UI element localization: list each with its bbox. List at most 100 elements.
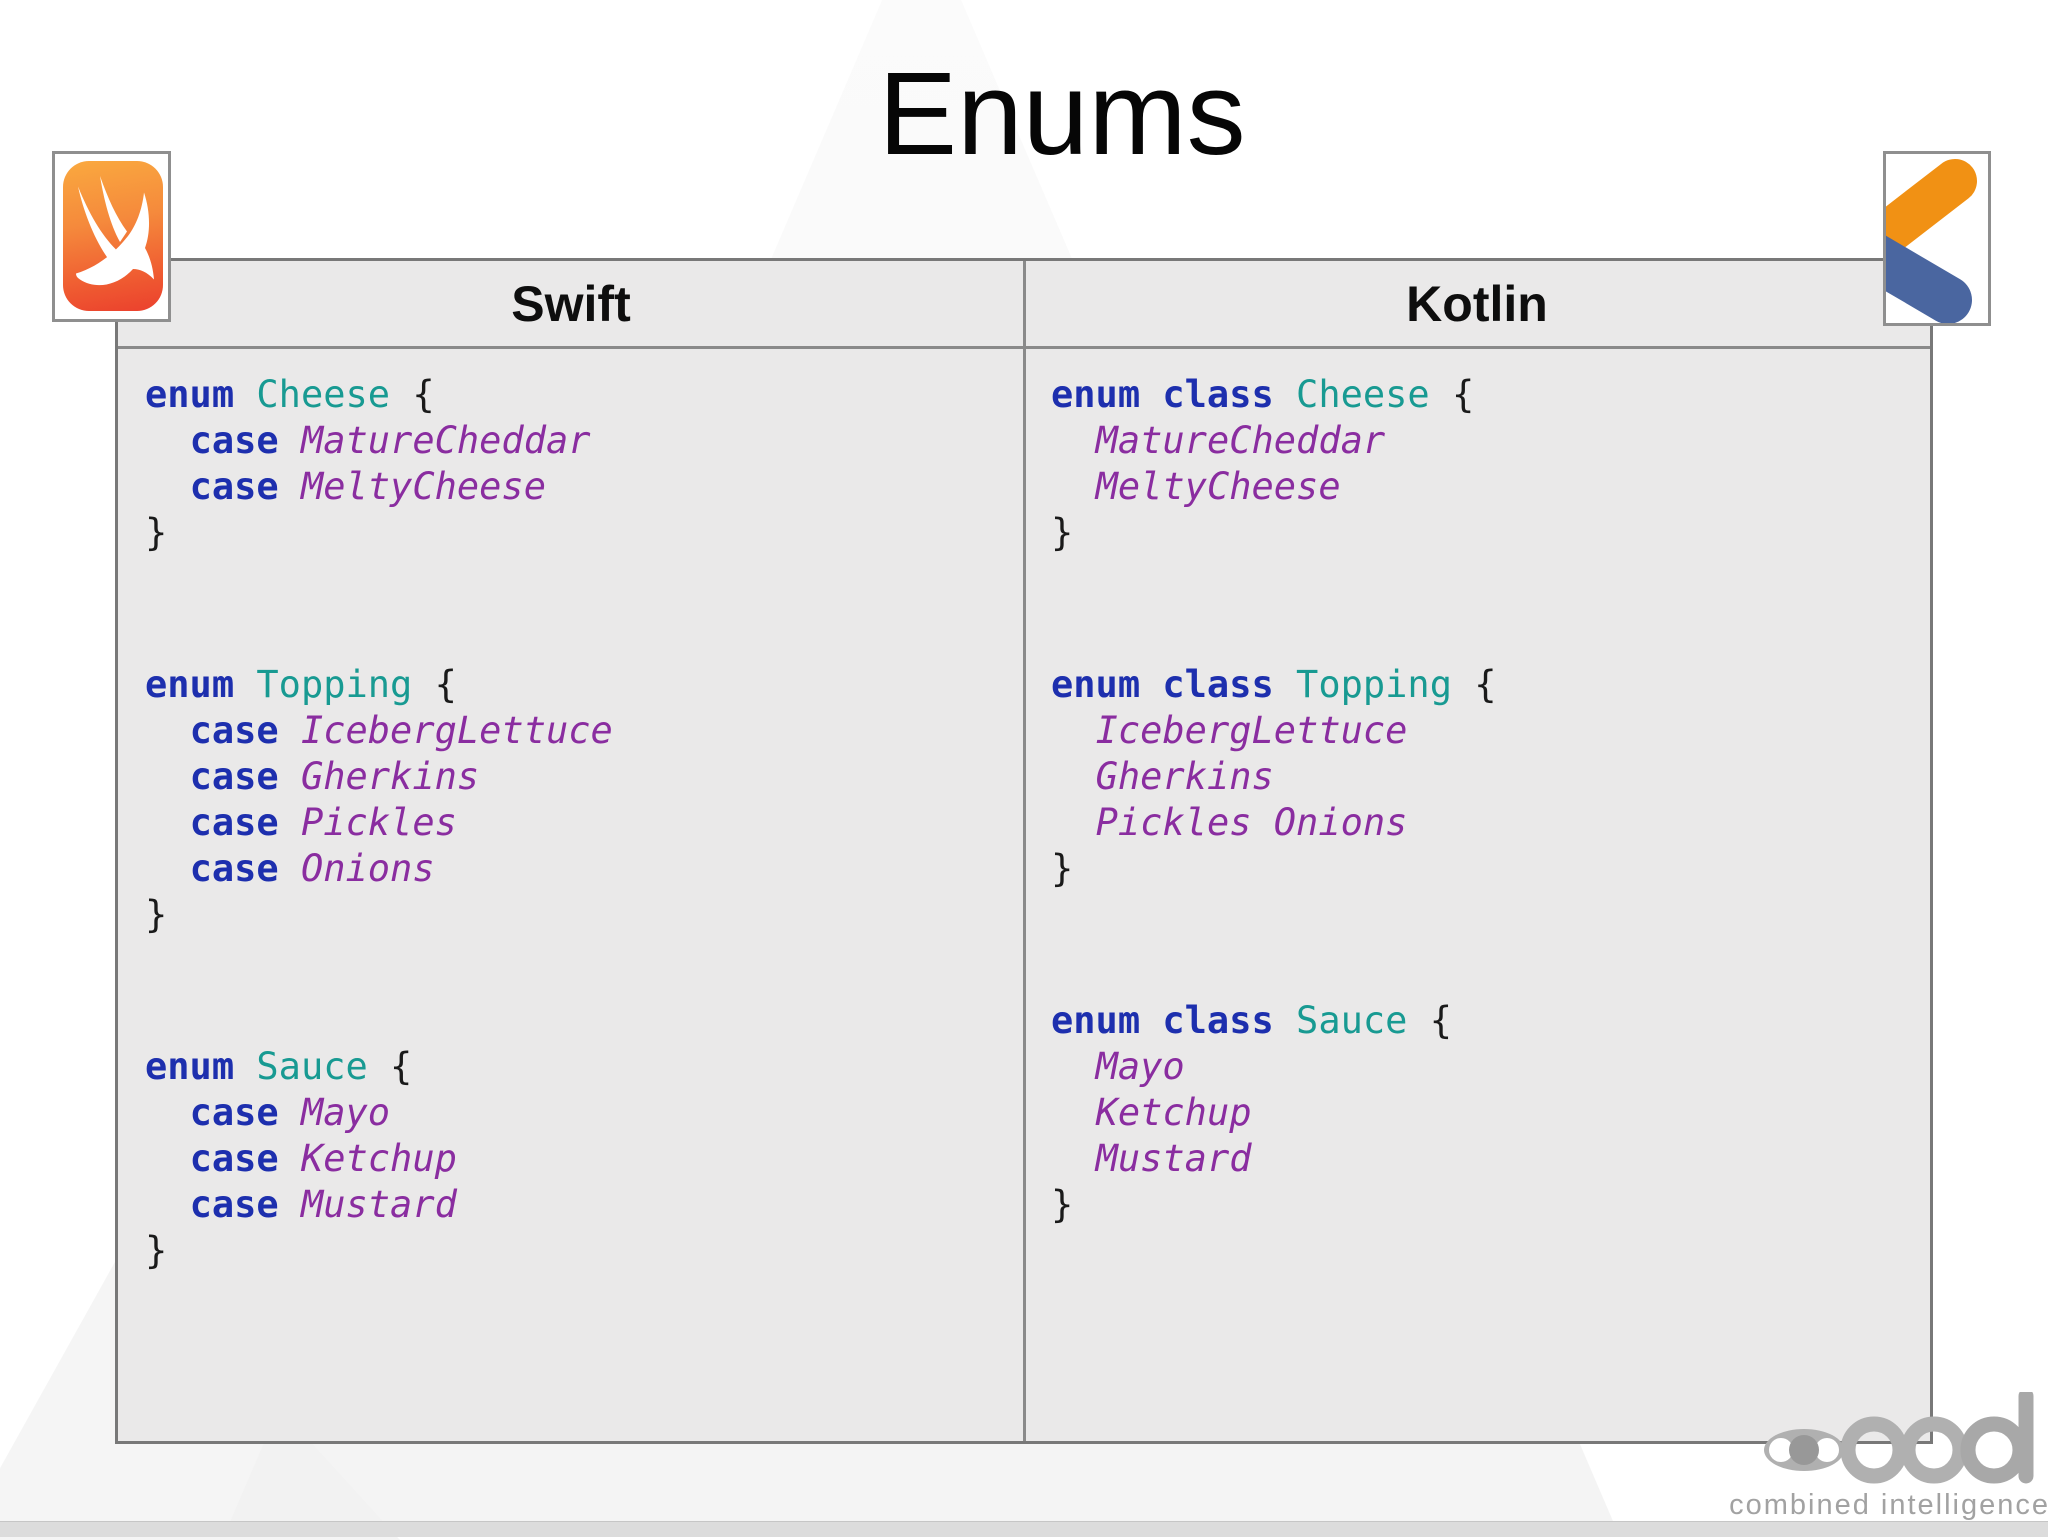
- code-line: MeltyCheese: [1051, 464, 1930, 510]
- code-token: [145, 465, 190, 508]
- code-line: enum class Sauce {: [1051, 998, 1930, 1044]
- code-cell-kotlin: enum class Cheese { MatureCheddar MeltyC…: [1024, 349, 1930, 1444]
- code-token: [279, 1137, 301, 1180]
- code-line: enum Cheese {: [145, 372, 1024, 418]
- code-token: [1274, 663, 1296, 706]
- code-token: }: [1051, 511, 1074, 554]
- code-token: [1274, 999, 1296, 1042]
- code-token: }: [1051, 1183, 1074, 1226]
- code-token: enum: [145, 1045, 235, 1088]
- swift-logo-icon: [63, 161, 163, 311]
- code-token: case: [189, 755, 279, 798]
- code-line: case Ketchup: [145, 1136, 1024, 1182]
- code-token: [145, 755, 190, 798]
- code-token: Ketchup: [300, 1137, 457, 1180]
- code-token: Sauce: [1296, 999, 1408, 1042]
- code-line: }: [145, 510, 1024, 556]
- code-block: enum Cheese { case MatureCheddar case Me…: [145, 372, 1024, 556]
- code-token: [279, 709, 301, 752]
- code-line: case Pickles: [145, 800, 1024, 846]
- code-token: enum class: [1051, 663, 1274, 706]
- code-token: [145, 801, 190, 844]
- code-token: case: [189, 801, 279, 844]
- code-token: [1051, 801, 1096, 844]
- code-line: case IcebergLettuce: [145, 708, 1024, 754]
- code-token: [234, 1045, 256, 1088]
- code-token: [279, 1183, 301, 1226]
- code-token: {: [367, 1045, 413, 1088]
- code-token: Cheese: [256, 373, 391, 416]
- kotlin-logo: [1883, 151, 1991, 326]
- code-token: [1051, 465, 1096, 508]
- footer-bar: [0, 1521, 2048, 1537]
- code-line: enum Sauce {: [145, 1044, 1024, 1090]
- code-line: }: [145, 892, 1024, 938]
- code-token: Pickles Onions: [1095, 801, 1408, 844]
- code-token: MeltyCheese: [1095, 465, 1341, 508]
- code-token: enum class: [1051, 373, 1274, 416]
- code-token: Topping: [1296, 663, 1452, 706]
- code-token: MeltyCheese: [300, 465, 546, 508]
- comparison-table: Swift Kotlin enum Cheese { case MatureCh…: [115, 258, 1933, 1444]
- code-token: Gherkins: [300, 755, 480, 798]
- code-token: Cheese: [1296, 373, 1430, 416]
- header-cell-kotlin: Kotlin: [1406, 275, 1548, 332]
- code-token: Sauce: [256, 1045, 368, 1088]
- code-token: IcebergLettuce: [300, 709, 613, 752]
- column-divider: [1023, 261, 1026, 1441]
- code-token: [1051, 1045, 1096, 1088]
- code-line: enum class Topping {: [1051, 662, 1930, 708]
- code-token: [1051, 755, 1096, 798]
- code-token: [1051, 419, 1096, 462]
- code-line: case MatureCheddar: [145, 418, 1024, 464]
- code-token: [279, 847, 301, 890]
- code-token: {: [1407, 999, 1452, 1042]
- code-line: enum Topping {: [145, 662, 1024, 708]
- code-token: Ketchup: [1095, 1091, 1252, 1134]
- code-token: enum class: [1051, 999, 1274, 1042]
- code-token: Pickles: [300, 801, 457, 844]
- code-cell-swift: enum Cheese { case MatureCheddar case Me…: [118, 349, 1024, 1444]
- code-token: Topping: [256, 663, 413, 706]
- code-token: case: [189, 1137, 279, 1180]
- code-block: enum class Sauce { Mayo Ketchup Mustard}: [1051, 998, 1930, 1228]
- code-token: [145, 1091, 190, 1134]
- code-token: {: [1429, 373, 1475, 416]
- code-token: [1051, 709, 1096, 752]
- code-token: Mayo: [300, 1091, 391, 1134]
- code-token: case: [189, 419, 279, 462]
- code-line: Gherkins: [1051, 754, 1930, 800]
- code-block: enum Topping { case IcebergLettuce case …: [145, 662, 1024, 938]
- code-token: [279, 801, 301, 844]
- code-token: MatureCheddar: [300, 419, 591, 462]
- code-token: }: [1051, 847, 1074, 890]
- code-line: case Onions: [145, 846, 1024, 892]
- code-token: case: [189, 847, 279, 890]
- eye-icon: [1764, 1429, 1844, 1471]
- code-token: }: [145, 511, 168, 554]
- swift-bird-icon: [76, 176, 154, 286]
- code-token: [145, 419, 190, 462]
- code-token: case: [189, 1183, 279, 1226]
- code-block: enum Sauce { case Mayo case Ketchup case…: [145, 1044, 1024, 1274]
- code-line: }: [1051, 510, 1930, 556]
- code-line: case MeltyCheese: [145, 464, 1024, 510]
- code-line: case Gherkins: [145, 754, 1024, 800]
- code-line: Mayo: [1051, 1044, 1930, 1090]
- code-line: Ketchup: [1051, 1090, 1930, 1136]
- code-line: enum class Cheese {: [1051, 372, 1930, 418]
- code-token: [1051, 1137, 1096, 1180]
- code-token: Mayo: [1095, 1045, 1185, 1088]
- code-token: [234, 663, 256, 706]
- code-line: case Mustard: [145, 1182, 1024, 1228]
- code-token: Mustard: [300, 1183, 457, 1226]
- code-token: [145, 1183, 190, 1226]
- code-token: [145, 847, 190, 890]
- code-block: enum class Topping { IcebergLettuce Gher…: [1051, 662, 1930, 892]
- code-token: IcebergLettuce: [1095, 709, 1408, 752]
- brand-logo: combined intelligence: [1729, 1388, 2048, 1522]
- code-token: enum: [145, 663, 235, 706]
- code-line: }: [145, 1228, 1024, 1274]
- code-token: {: [390, 373, 435, 416]
- code-block: enum class Cheese { MatureCheddar MeltyC…: [1051, 372, 1930, 556]
